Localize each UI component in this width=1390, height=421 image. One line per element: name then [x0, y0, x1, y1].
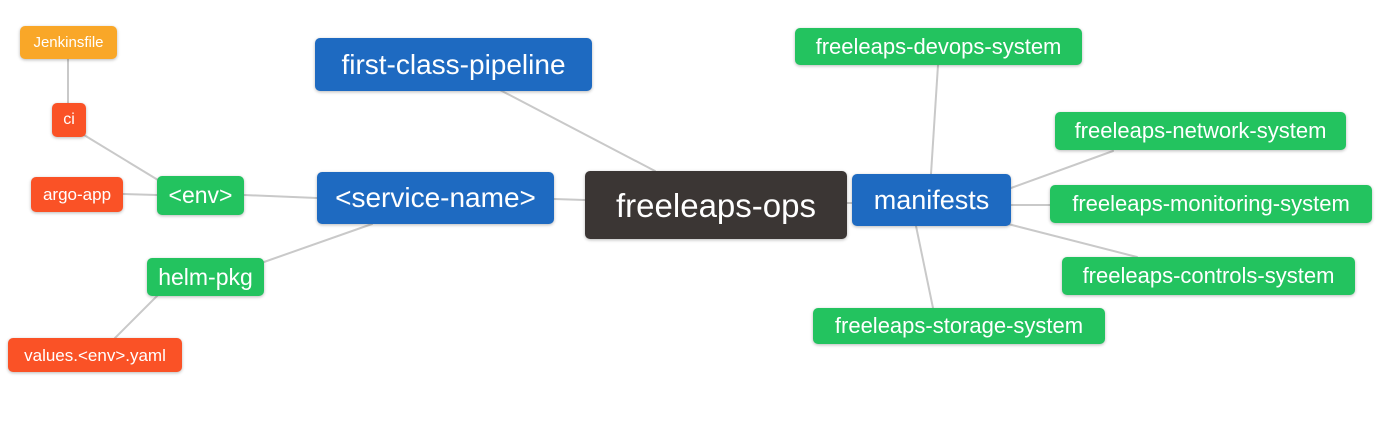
node-freeleaps-ops[interactable]: freeleaps-ops [585, 171, 847, 239]
node-env[interactable]: <env> [157, 176, 244, 215]
edge-first-class-pipeline-to-freeleaps-ops [499, 89, 656, 172]
node-first-class-pipeline[interactable]: first-class-pipeline [315, 38, 592, 91]
node-ci[interactable]: ci [52, 103, 86, 137]
edge-manifests-to-devops-system [930, 64, 939, 175]
edge-helm-pkg-to-service-name [263, 223, 373, 263]
node-values-env-yaml[interactable]: values.<env>.yaml [8, 338, 182, 372]
node-manifests[interactable]: manifests [852, 174, 1011, 226]
edge-manifests-to-controls-system [1007, 223, 1138, 258]
edge-service-name-to-freeleaps-ops [553, 198, 586, 201]
node-jenkinsfile[interactable]: Jenkinsfile [20, 26, 117, 59]
node-devops-system[interactable]: freeleaps-devops-system [795, 28, 1082, 65]
node-service-name[interactable]: <service-name> [317, 172, 554, 224]
node-monitoring-system[interactable]: freeleaps-monitoring-system [1050, 185, 1372, 223]
edge-argo-app-to-env [122, 193, 158, 196]
node-argo-app[interactable]: argo-app [31, 177, 123, 212]
edge-ci-to-env [83, 134, 159, 181]
edge-values-env-yaml-to-helm-pkg [114, 294, 159, 339]
node-helm-pkg[interactable]: helm-pkg [147, 258, 264, 296]
edge-manifests-to-storage-system [915, 225, 934, 309]
node-controls-system[interactable]: freeleaps-controls-system [1062, 257, 1355, 295]
node-storage-system[interactable]: freeleaps-storage-system [813, 308, 1105, 344]
node-network-system[interactable]: freeleaps-network-system [1055, 112, 1346, 150]
edge-env-to-service-name [243, 194, 318, 199]
edge-manifests-to-network-system [1010, 150, 1114, 189]
